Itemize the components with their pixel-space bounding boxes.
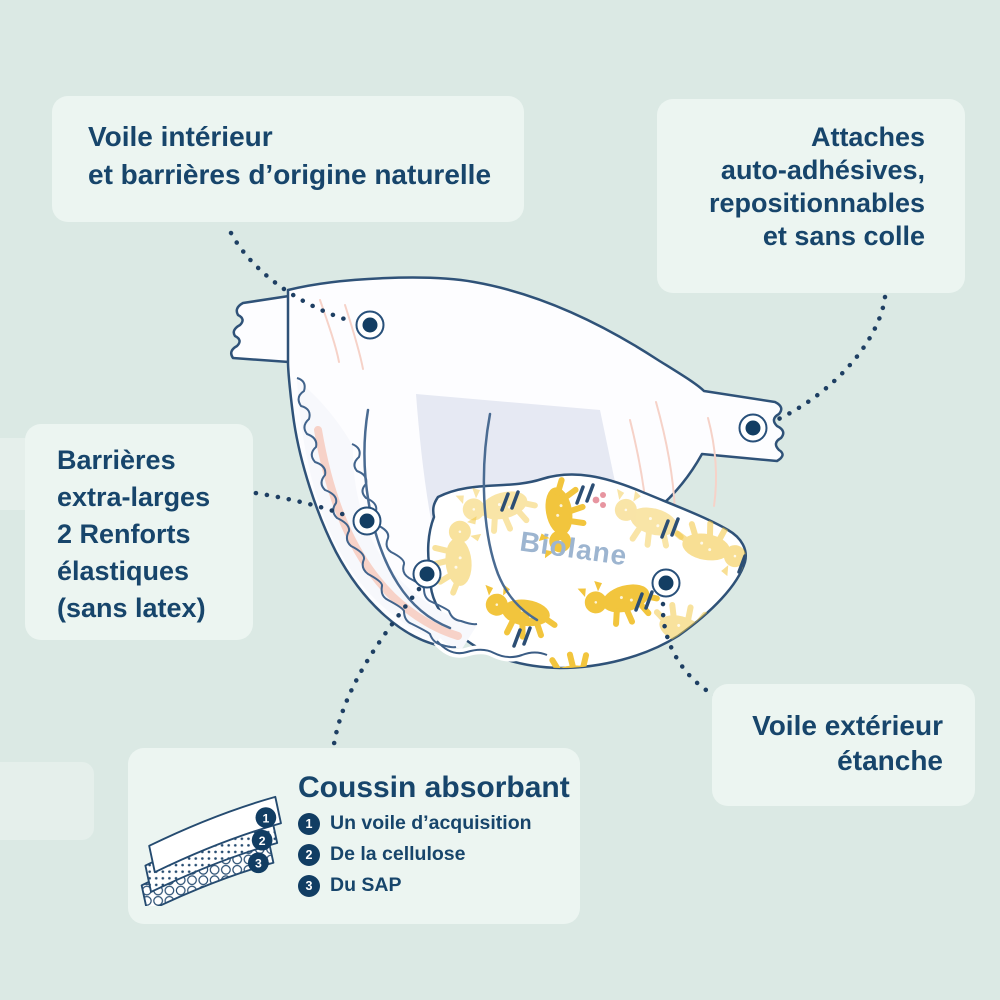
marker-inner-veil [355,310,385,340]
marker-barriers [352,506,382,536]
callout-barriers-line2: extra-larges [57,482,211,512]
connector-inner-veil [228,230,354,324]
svg-text:3: 3 [255,856,262,870]
callout-outer-veil: Voile extérieur étanche [712,684,975,806]
callout-outer-veil-line2: étanche [837,745,943,776]
connector-cushion [331,586,422,747]
layer-badges: 1 2 3 [248,807,277,874]
callout-attaches-line1: Attaches [810,122,925,152]
cushion-item-1-label: Un voile d’acquisition [330,812,532,834]
callout-barriers-line1: Barrières [57,445,176,475]
ruffle-edge-outer [296,377,457,649]
barrier-lines [363,408,539,630]
callout-inner-veil: Voile intérieur et barrières d’origine n… [52,96,524,222]
svg-text:1: 1 [262,811,269,825]
connector-attaches [767,294,888,426]
callout-attaches: Attaches auto-adhésives, repositionnable… [657,99,965,293]
callout-absorbent-cushion: 1 2 3 Coussin absorbant 1 Un voile d’acq… [128,748,580,924]
badge-2: 2 [298,843,320,866]
pattern-tick-marks [500,483,746,648]
callout-barriers-line4: élastiques [57,556,190,586]
callout-inner-veil-line1: Voile intérieur [88,121,273,152]
callout-barriers-line5: (sans latex) [57,593,206,623]
diaper-left-tab [229,294,291,364]
badge-1: 1 [298,812,320,835]
callout-barriers: Barrières extra-larges 2 Renforts élasti… [25,424,253,640]
callout-attaches-line3: repositionnables [708,188,925,218]
marker-attaches [738,413,768,443]
cushion-item-3-label: Du SAP [330,874,402,896]
layer-veil [148,795,282,874]
svg-text:2: 2 [259,834,266,848]
callout-inner-veil-line2: et barrières d’origine naturelle [88,159,492,190]
callout-barriers-line3: 2 Renforts [57,519,191,549]
cushion-text-block: Coussin absorbant 1 Un voile d’acquisiti… [298,772,570,897]
badge-3: 3 [298,874,320,897]
cushion-item-2-label: De la cellulose [330,843,466,865]
callout-outer-veil-line1: Voile extérieur [752,710,943,741]
cushion-title: Coussin absorbant [298,771,570,804]
leg-cuff-ruffles [296,377,549,662]
feature-markers [352,310,768,598]
cushion-item-3: 3 Du SAP [298,874,570,897]
callout-attaches-line2: auto-adhésives, [720,155,925,185]
callout-attaches-line4: et sans colle [762,221,925,251]
cushion-item-2: 2 De la cellulose [298,843,570,866]
diaper-outer-piece: Biolane [426,473,747,670]
layers-diagram-icon: 1 2 3 [136,780,296,913]
flower-motif [592,492,606,508]
marker-outer-veil [651,568,681,598]
marker-cushion [412,559,442,589]
cushion-item-1: 1 Un voile d’acquisition [298,812,570,835]
